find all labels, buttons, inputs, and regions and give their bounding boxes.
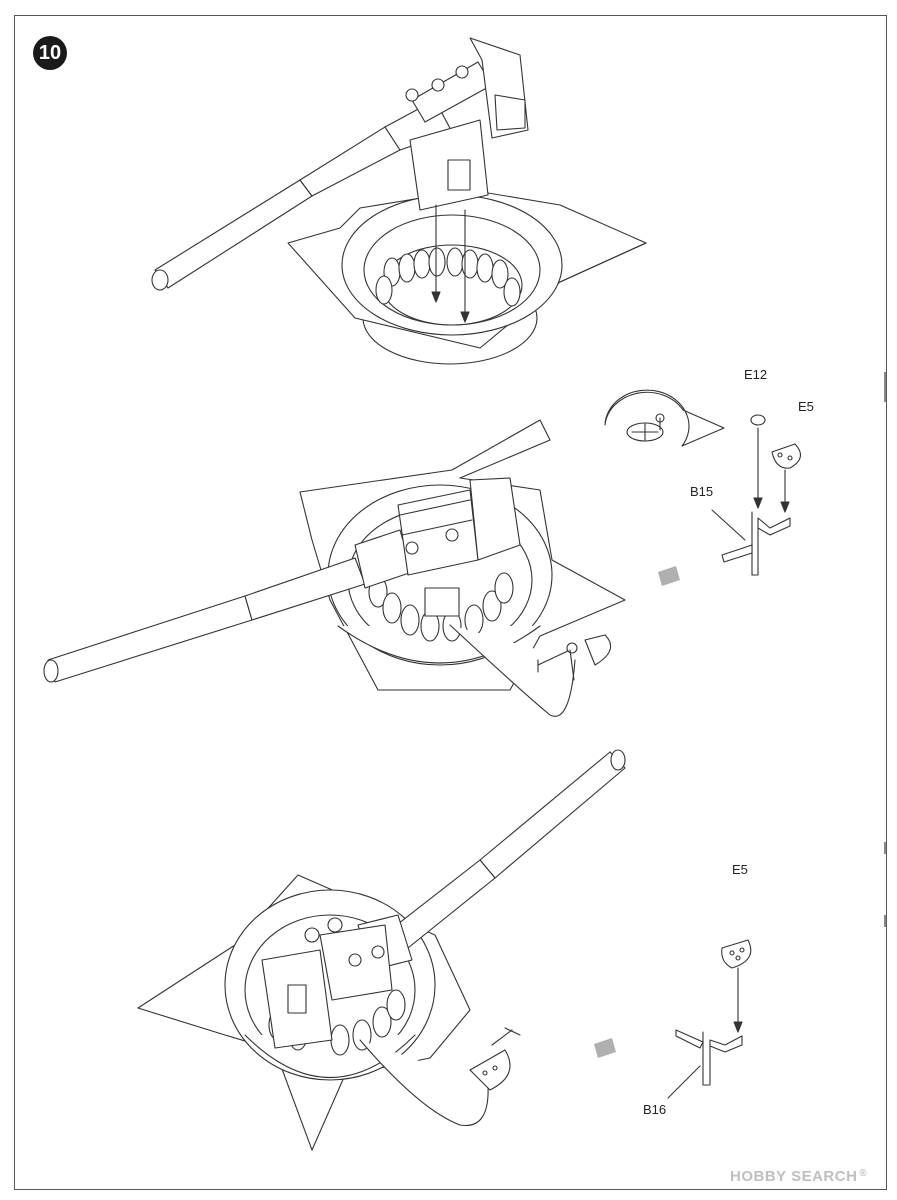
middle-gun-mount-assembly	[43, 419, 626, 717]
scan-mark	[884, 372, 886, 402]
page-frame	[14, 15, 887, 1190]
part-label-b15: B15	[690, 484, 714, 499]
parts-detail-e12-e5-b15	[658, 414, 801, 586]
detail-callout-bubble	[604, 389, 725, 447]
part-label-e5-top: E5	[798, 399, 814, 414]
parts-detail-e5-b16	[594, 939, 752, 1099]
part-label-e5-bottom: E5	[732, 862, 748, 877]
scan-mark	[884, 915, 886, 927]
bottom-gun-mount-assembly	[137, 749, 626, 1151]
part-label-b16: B16	[643, 1102, 667, 1117]
hobby-search-watermark: HOBBY SEARCH®	[730, 1168, 868, 1185]
scan-mark	[884, 842, 886, 854]
part-label-e12: E12	[744, 367, 768, 382]
step-number-badge: 10	[33, 36, 67, 70]
top-gun-mount-assembly	[151, 37, 647, 365]
